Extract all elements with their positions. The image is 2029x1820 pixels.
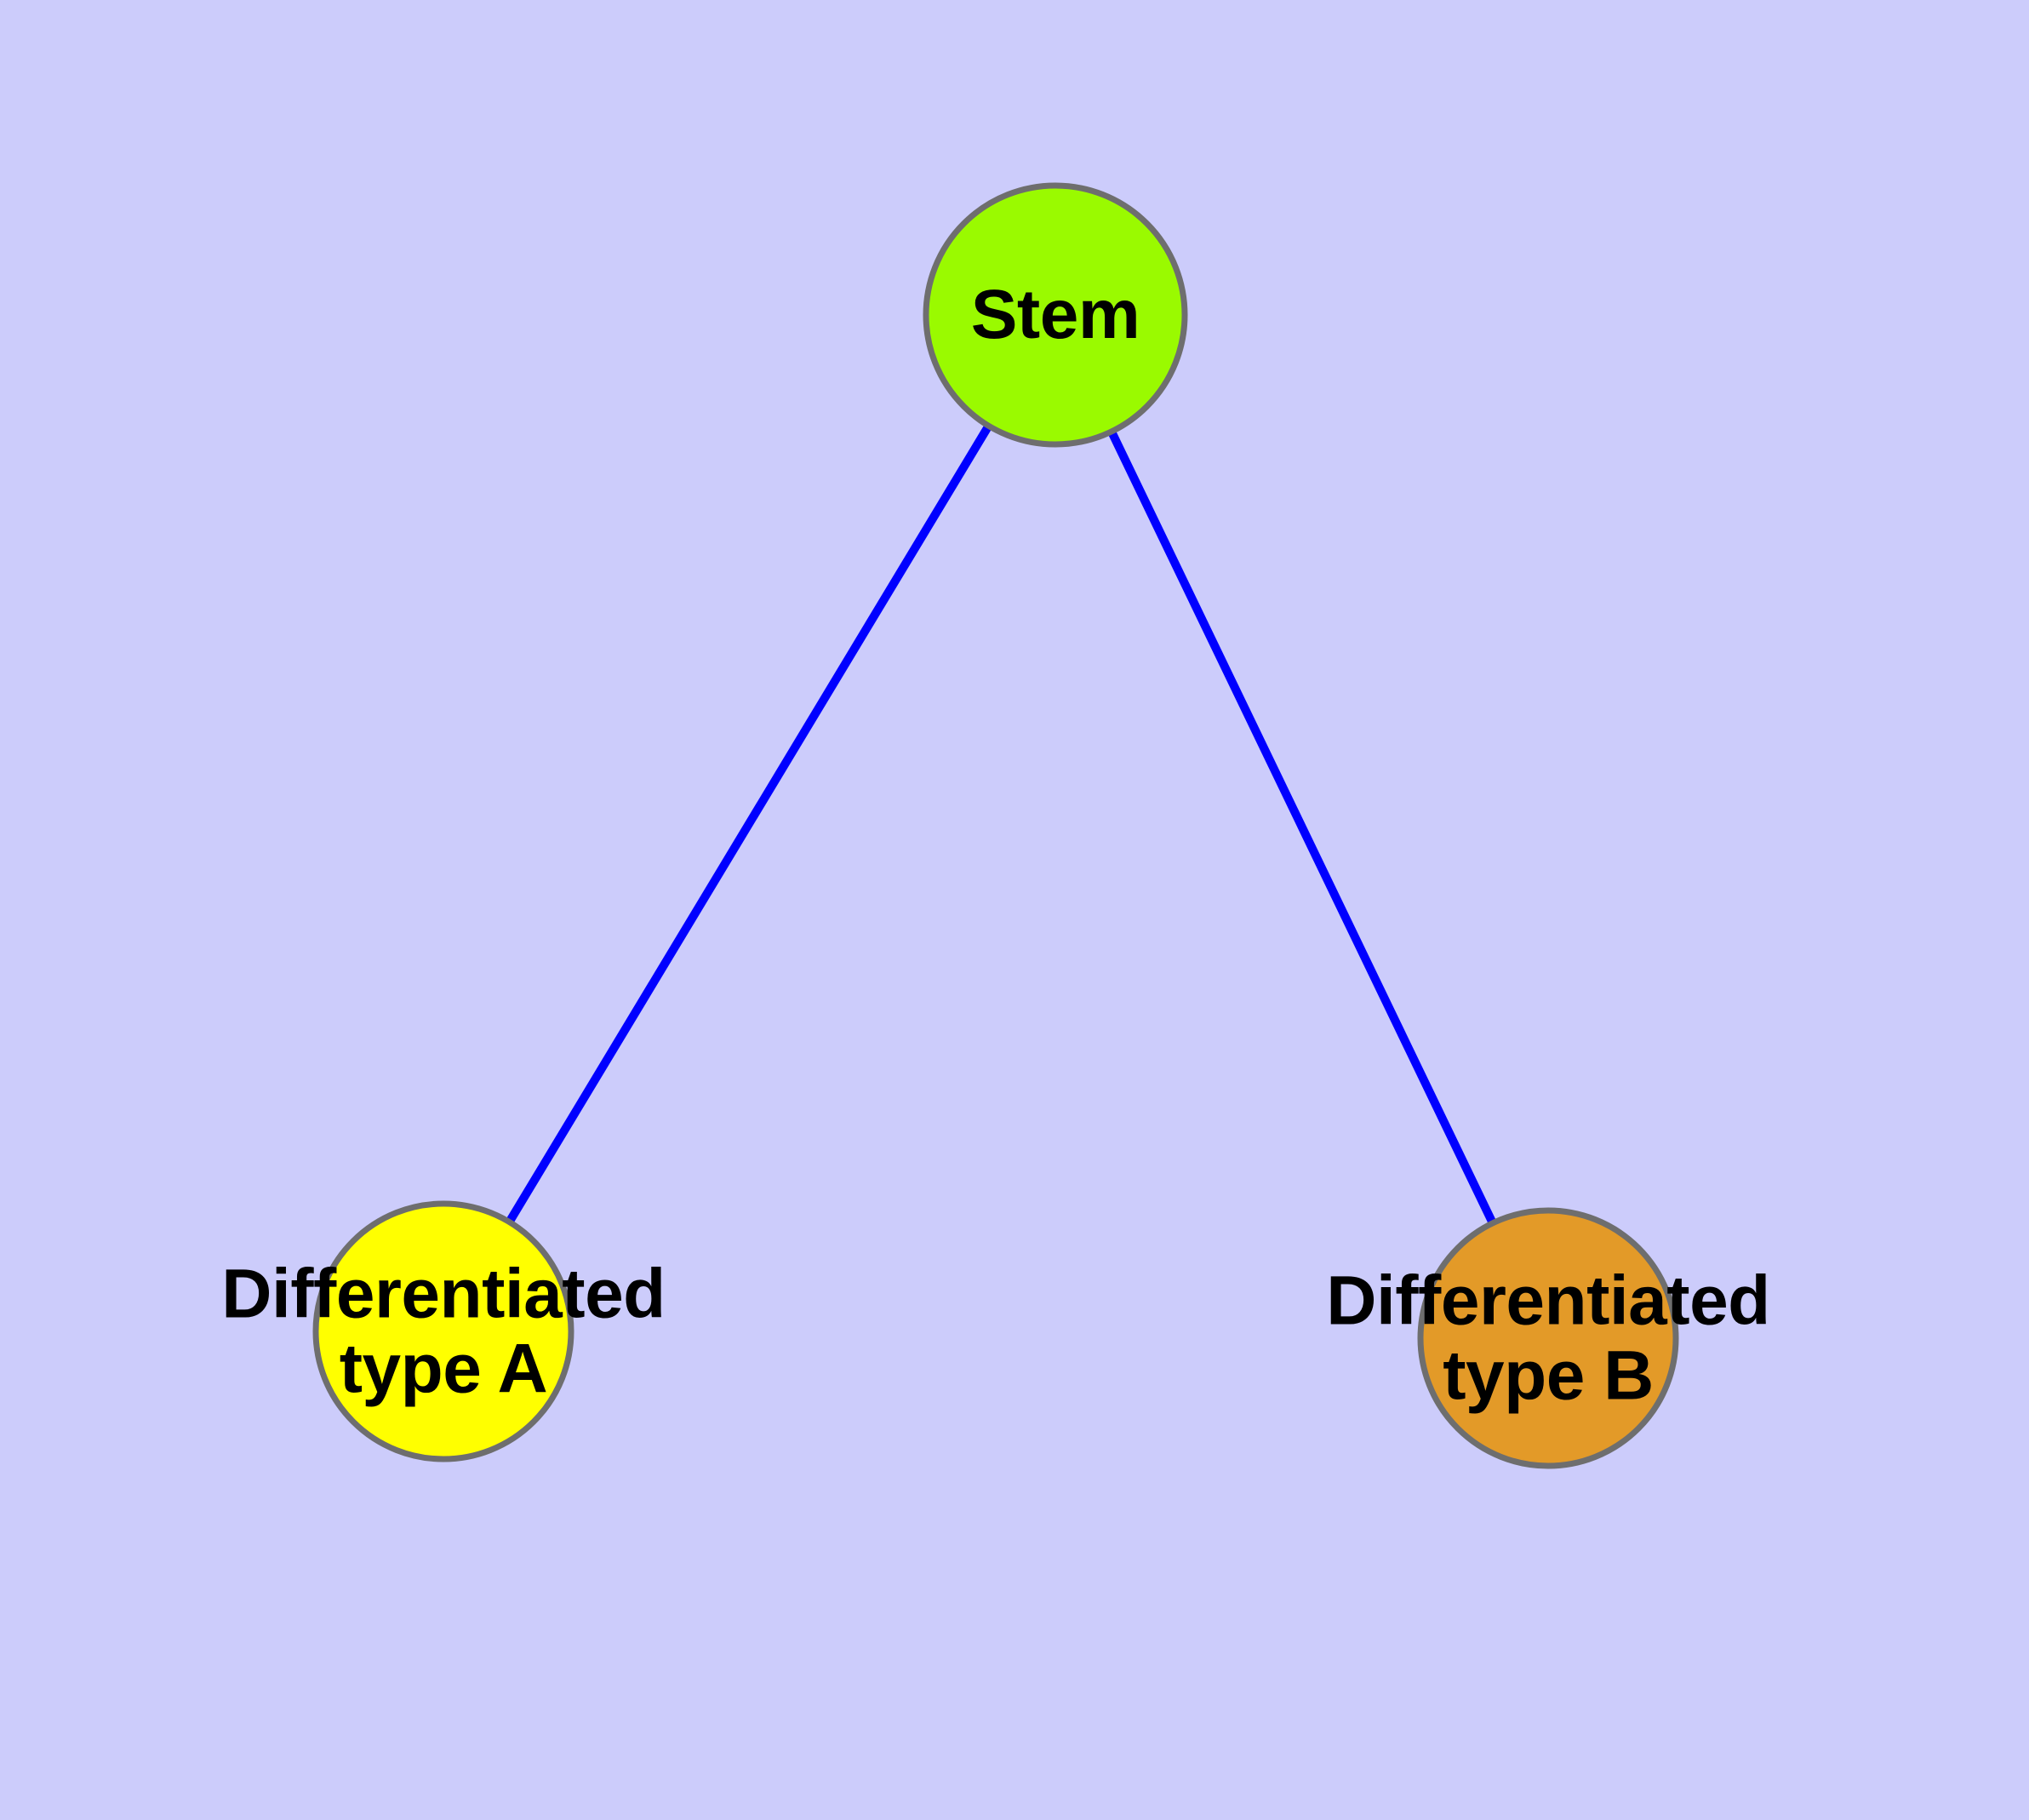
node-stem[interactable] — [923, 182, 1188, 448]
node-diff-a[interactable] — [312, 1200, 574, 1462]
edge-stem-diff-b[interactable] — [1107, 429, 1497, 1226]
node-layer — [312, 182, 1679, 1469]
edge-layer — [506, 423, 1497, 1226]
edge-stem-diff-a[interactable] — [506, 423, 992, 1225]
node-diff-b[interactable] — [1417, 1207, 1679, 1469]
